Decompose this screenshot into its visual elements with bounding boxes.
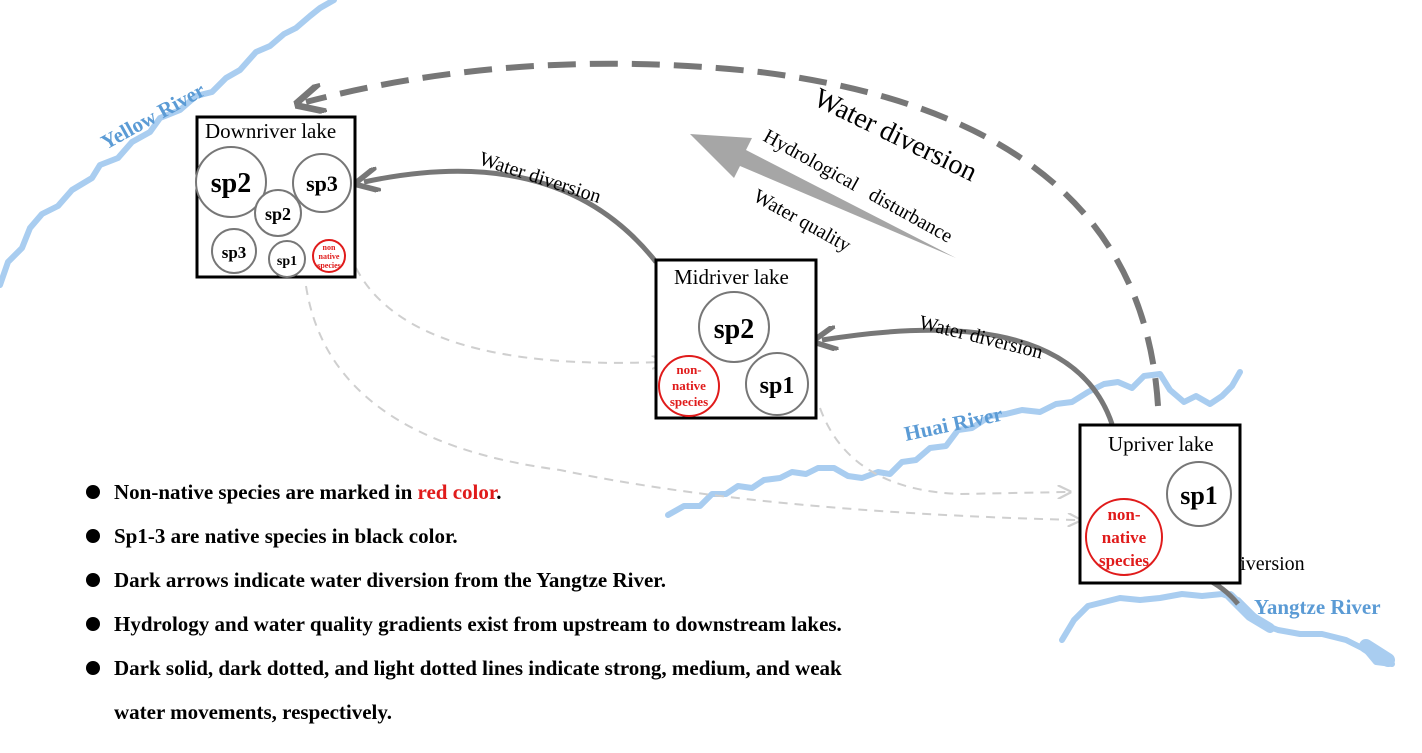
legend-red-text: red color bbox=[417, 480, 497, 504]
downriver-lake: Downriver lake sp2 sp3 sp2 sp3 sp1 non n… bbox=[195, 115, 357, 279]
medium-arrow-up-to-down bbox=[306, 60, 1161, 407]
downriver-sp2-small-label: sp2 bbox=[265, 204, 291, 224]
legend-item-line-styles-continued: water movements, respectively. bbox=[86, 694, 1006, 738]
weak-arrow-down-to-up bbox=[305, 285, 1076, 520]
downriver-sp2-large-label: sp2 bbox=[211, 168, 251, 199]
upriver-sp1-circle bbox=[1166, 461, 1232, 527]
strong-arrow-mid-to-down bbox=[364, 171, 658, 264]
bullet-icon bbox=[86, 485, 100, 499]
upriver-non-native-label-1: non- bbox=[1107, 505, 1140, 524]
strong-arrow-up-to-mid bbox=[822, 330, 1115, 425]
bullet-icon bbox=[86, 529, 100, 543]
midriver-non-native-label-3: species bbox=[670, 394, 708, 409]
legend-text: Non-native species are marked in bbox=[114, 480, 418, 504]
upriver-non-native-label-3: species bbox=[1099, 551, 1149, 570]
gradient-arrow bbox=[690, 134, 956, 258]
legend-text: Sp1-3 are native species in black color. bbox=[114, 524, 458, 548]
legend-item-non-native: Non-native species are marked in red col… bbox=[86, 474, 1006, 518]
downriver-sp1-label: sp1 bbox=[277, 254, 297, 269]
legend-item-line-styles: Dark solid, dark dotted, and light dotte… bbox=[86, 650, 1006, 694]
weak-arrow-down-to-mid bbox=[355, 267, 660, 363]
downriver-lake-title: Downriver lake bbox=[205, 119, 336, 143]
water-quality-label: Water quality bbox=[750, 185, 855, 257]
bullet-icon bbox=[86, 661, 100, 675]
upriver-non-native-circle bbox=[1085, 498, 1163, 576]
downriver-sp3-small-label: sp3 bbox=[222, 243, 247, 262]
legend-period: . bbox=[496, 480, 502, 504]
legend-item-dark-arrows: Dark arrows indicate water diversion fro… bbox=[86, 562, 1006, 606]
legend-text: Dark solid, dark dotted, and light dotte… bbox=[114, 656, 842, 680]
downriver-sp2-large-circle bbox=[195, 146, 267, 218]
upriver-lake: Upriver lake sp1 non- native species bbox=[1078, 423, 1242, 585]
downriver-non-native-label-3: species bbox=[317, 261, 341, 270]
midriver-sp1-circle bbox=[745, 352, 809, 416]
midriver-sp1-label: sp1 bbox=[760, 373, 795, 399]
midriver-sp2-circle bbox=[698, 291, 770, 363]
downriver-sp3-small-circle bbox=[211, 228, 257, 274]
upriver-lake-title: Upriver lake bbox=[1108, 432, 1214, 456]
water-diversion-down-label: Water diversion bbox=[476, 148, 603, 208]
legend-text: Dark arrows indicate water diversion fro… bbox=[114, 568, 666, 592]
midriver-non-native-label-1: non- bbox=[676, 362, 701, 377]
legend-item-gradients: Hydrology and water quality gradients ex… bbox=[86, 606, 1006, 650]
legend-text: water movements, respectively. bbox=[114, 700, 392, 724]
midriver-non-native-label-2: native bbox=[672, 378, 706, 393]
downriver-non-native-circle bbox=[312, 239, 346, 273]
yellow-river-label: Yellow River bbox=[97, 78, 209, 155]
bullet-icon bbox=[86, 573, 100, 587]
downriver-sp2-small-circle bbox=[254, 189, 302, 237]
legend-item-native: Sp1-3 are native species in black color. bbox=[86, 518, 1006, 562]
midriver-lake: Midriver lake sp2 sp1 non- native specie… bbox=[654, 258, 818, 420]
bullet-icon bbox=[86, 617, 100, 631]
midriver-sp2-label: sp2 bbox=[714, 314, 754, 345]
downriver-non-native-label-1: non bbox=[323, 243, 336, 252]
weak-arrow-mid-to-up bbox=[819, 407, 1066, 494]
midriver-non-native-circle bbox=[658, 355, 720, 417]
yellow-river bbox=[0, 0, 337, 288]
midriver-lake-title: Midriver lake bbox=[674, 265, 789, 289]
downriver-sp3-large-circle bbox=[292, 153, 352, 213]
downriver-non-native-label-2: native bbox=[319, 252, 340, 261]
upriver-non-native-label-2: native bbox=[1102, 528, 1147, 547]
water-diversion-mid-label: Water diversion bbox=[917, 312, 1045, 364]
huai-river bbox=[665, 369, 1243, 518]
yangtze-river-label: Yangtze River bbox=[1254, 595, 1381, 619]
legend-text: Hydrology and water quality gradients ex… bbox=[114, 612, 842, 636]
downriver-sp1-circle bbox=[268, 240, 306, 278]
legend: Non-native species are marked in red col… bbox=[86, 474, 1006, 738]
upriver-sp1-label: sp1 bbox=[1180, 481, 1218, 510]
downriver-sp3-large-label: sp3 bbox=[306, 171, 338, 196]
